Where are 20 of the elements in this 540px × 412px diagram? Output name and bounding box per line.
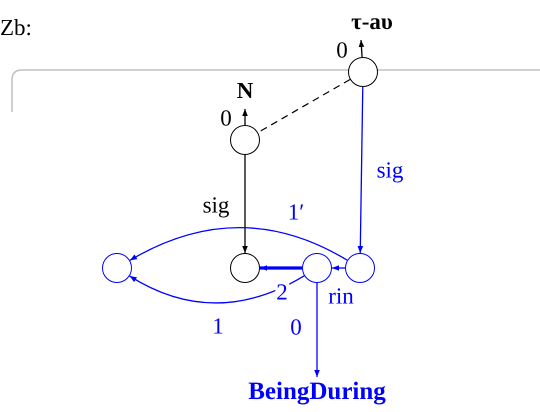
arrow	[358, 40, 364, 58]
node-label: N	[236, 78, 254, 104]
node-label: BeingDuring	[248, 378, 386, 406]
arrow	[242, 155, 248, 253]
arrow	[358, 87, 364, 253]
arrow	[314, 283, 320, 377]
circle-node	[348, 57, 378, 87]
connector-line	[258, 78, 350, 134]
node-label: τ-aυ	[351, 9, 393, 35]
arrow	[242, 109, 248, 125]
circle-node	[302, 253, 332, 283]
circle-node	[345, 253, 375, 283]
circle-node	[230, 253, 260, 283]
circle-node	[230, 125, 260, 155]
label: Zb:	[0, 16, 32, 39]
arrow	[129, 275, 304, 304]
circle-node	[102, 253, 132, 283]
arrow	[130, 227, 348, 261]
arrow	[332, 265, 345, 271]
arrow	[260, 265, 302, 271]
